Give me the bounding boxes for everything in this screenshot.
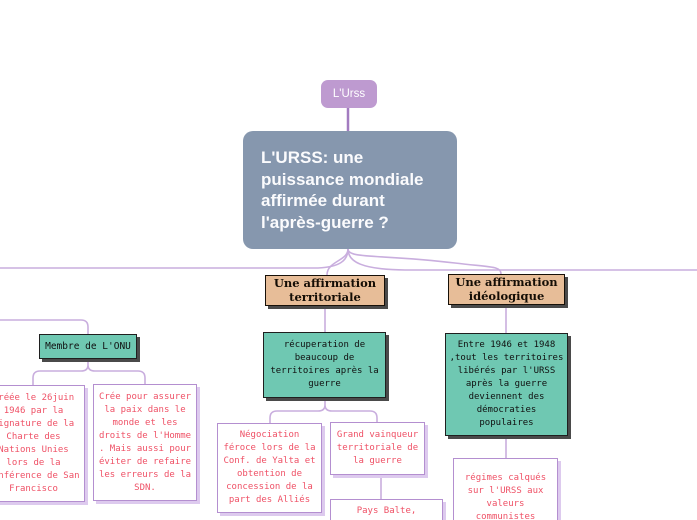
node-affirmation-territoriale[interactable]: Une affirmation territoriale — [265, 275, 385, 306]
connector-central-territoriale — [326, 248, 349, 276]
node-affirmation-ideologique[interactable]: Une affirmation idéologique — [448, 274, 565, 305]
connector-onu-children — [32, 359, 146, 385]
node-regimes-communistes[interactable]: régimes calqués sur l'URSS aux valeurs c… — [453, 458, 558, 520]
node-pays-baltes[interactable]: Pays Balte, — [330, 499, 443, 520]
node-onu-creation[interactable]: Créée le 26juin 1946 par la signature de… — [0, 385, 85, 502]
node-central-topic[interactable]: L'URSS: une puissance mondiale affirmée … — [243, 131, 457, 249]
node-onu-paix[interactable]: Crée pour assurer la paix dans le monde … — [93, 384, 197, 501]
node-negociation-yalta[interactable]: Négociation féroce lors de la Conf. de Y… — [217, 423, 322, 513]
connector-offscreen-onu — [0, 319, 89, 334]
connector-recuperation-children — [269, 398, 378, 423]
node-recuperation-territoires[interactable]: récuperation de beaucoup de territoires … — [263, 332, 386, 398]
connector-central-ideologique — [347, 248, 502, 275]
node-democraties-populaires[interactable]: Entre 1946 et 1948 ,tout les territoires… — [445, 333, 568, 436]
node-root-urss[interactable]: L'Urss — [321, 80, 377, 108]
node-membre-onu[interactable]: Membre de L'ONU — [39, 334, 137, 359]
connector-central-left-offscreen — [0, 248, 349, 269]
node-grand-vainqueur[interactable]: Grand vainqueur territoriale de la guerr… — [330, 422, 425, 475]
connector-central-right-offscreen — [347, 248, 697, 271]
